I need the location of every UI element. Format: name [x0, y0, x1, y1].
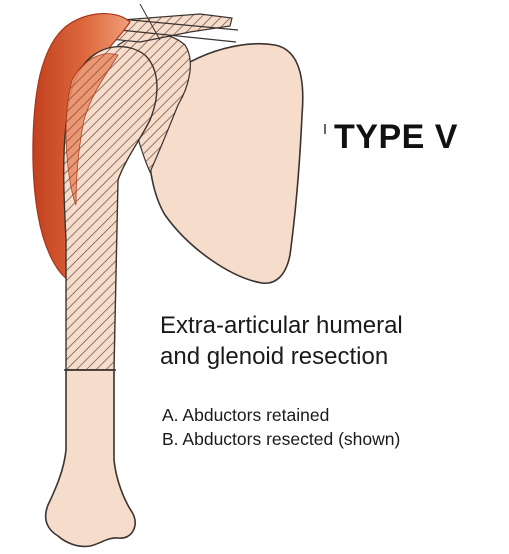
resection-line-1: Extra-articular humeral [160, 310, 500, 341]
option-b: B. Abductors resected (shown) [162, 427, 507, 451]
type-label-tick [324, 124, 326, 134]
humerus-shaft [46, 370, 136, 546]
resection-line-2: and glenoid resection [160, 341, 500, 372]
resection-description: Extra-articular humeral and glenoid rese… [160, 310, 500, 372]
options-list: A. Abductors retained B. Abductors resec… [162, 403, 507, 451]
option-a: A. Abductors retained [162, 403, 507, 427]
type-label: TYPE V [334, 118, 458, 157]
